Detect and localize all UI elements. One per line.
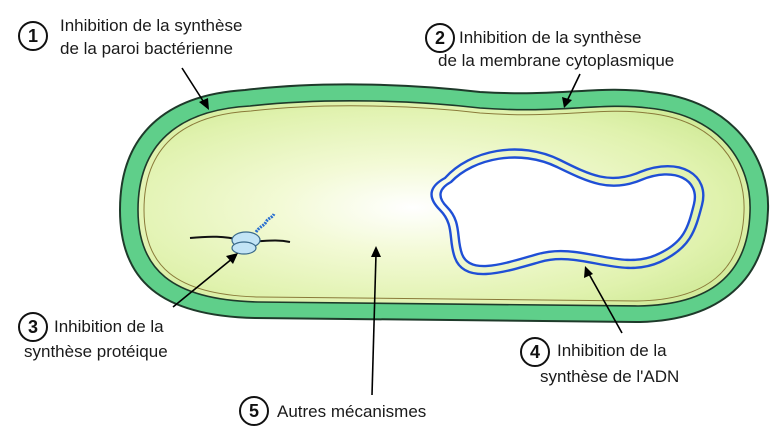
label-2-line1: Inhibition de la synthèse	[459, 28, 641, 47]
label-3-line2: synthèse protéique	[24, 342, 168, 361]
label-4-dna-synthesis: 4 Inhibition de la synthèse de l'ADN	[521, 338, 679, 386]
label-2-number: 2	[435, 28, 445, 48]
label-3-protein-synthesis: 3 Inhibition de la synthèse protéique	[19, 313, 168, 361]
label-1-number: 1	[28, 26, 38, 46]
label-4-line2: synthèse de l'ADN	[540, 367, 679, 386]
label-2-line2: de la membrane cytoplasmique	[438, 51, 674, 70]
label-5-line1: Autres mécanismes	[277, 402, 426, 421]
label-2-membrane-synthesis: 2 Inhibition de la synthèse de la membra…	[426, 24, 674, 70]
label-3-number: 3	[28, 317, 38, 337]
label-4-number: 4	[530, 342, 540, 362]
label-1-wall-synthesis: 1 Inhibition de la synthèse de la paroi …	[19, 16, 242, 58]
label-5-other-mechanisms: 5 Autres mécanismes	[240, 397, 426, 425]
label-4-line1: Inhibition de la	[557, 341, 667, 360]
label-1-line2: de la paroi bactérienne	[60, 39, 233, 58]
label-1-line1: Inhibition de la synthèse	[60, 16, 242, 35]
label-5-number: 5	[249, 401, 259, 421]
label-3-line1: Inhibition de la	[54, 317, 164, 336]
